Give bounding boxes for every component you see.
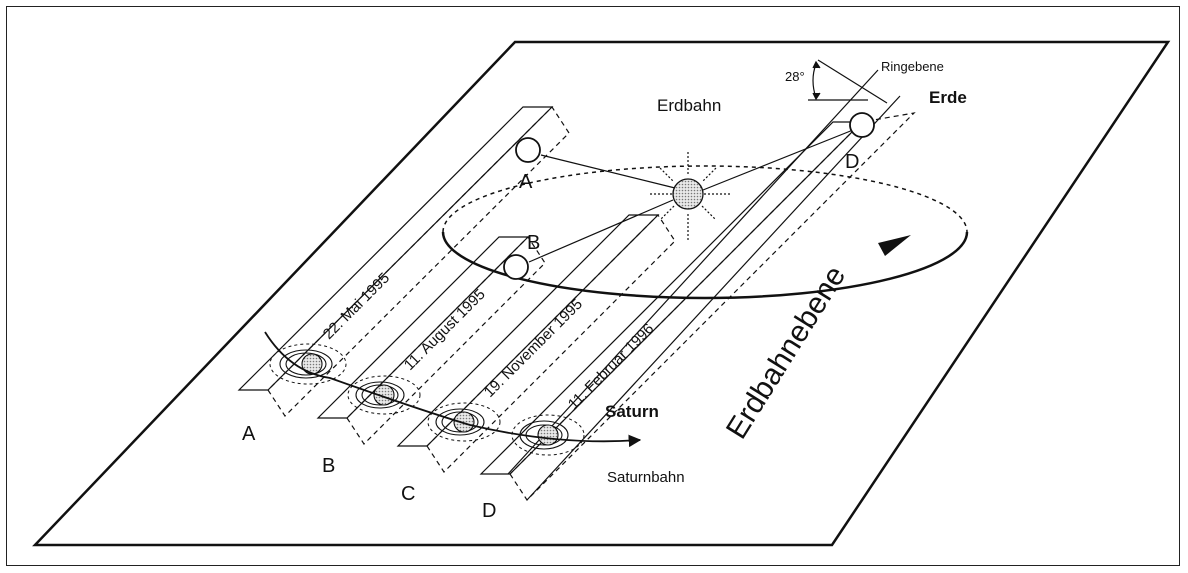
saturn-a: [270, 344, 346, 384]
earth-position-d-label: D: [845, 151, 859, 173]
earth-position-a-label: A: [519, 171, 533, 193]
saturn-label: Saturn: [605, 402, 659, 421]
position-b-label: B: [322, 455, 335, 477]
saturn-orbit-label: Saturnbahn: [607, 469, 685, 486]
date-label-d: 11. Februar 1996: [565, 320, 658, 413]
saturn-b: [348, 376, 420, 414]
position-d-label: D: [482, 500, 496, 522]
date-label-b: 11. August 1995: [401, 286, 489, 374]
earth-position-b-label: B: [527, 232, 540, 254]
earth-orbit-label: Erdbahn: [657, 96, 721, 115]
saturn-c: [428, 403, 500, 441]
earth-position-a: [516, 138, 540, 162]
band-a: [239, 107, 552, 390]
angle-indicator: [808, 60, 887, 103]
position-c-label: C: [401, 483, 415, 505]
sun-icon: [650, 152, 730, 240]
earth-position-b: [504, 255, 528, 279]
orbital-plane-label: Erdbahnebene: [720, 260, 852, 444]
angle-label: 28°: [785, 69, 805, 84]
orbit-arrow-icon: [878, 235, 911, 256]
earth-label: Erde: [929, 88, 967, 107]
ring-plane-label: Ringebene: [881, 59, 944, 74]
date-label-a: 22. Mai 1995: [320, 269, 393, 342]
ring-plane-bands: [239, 107, 862, 474]
earth-position-d: [850, 113, 874, 137]
position-a-label: A: [242, 423, 256, 445]
